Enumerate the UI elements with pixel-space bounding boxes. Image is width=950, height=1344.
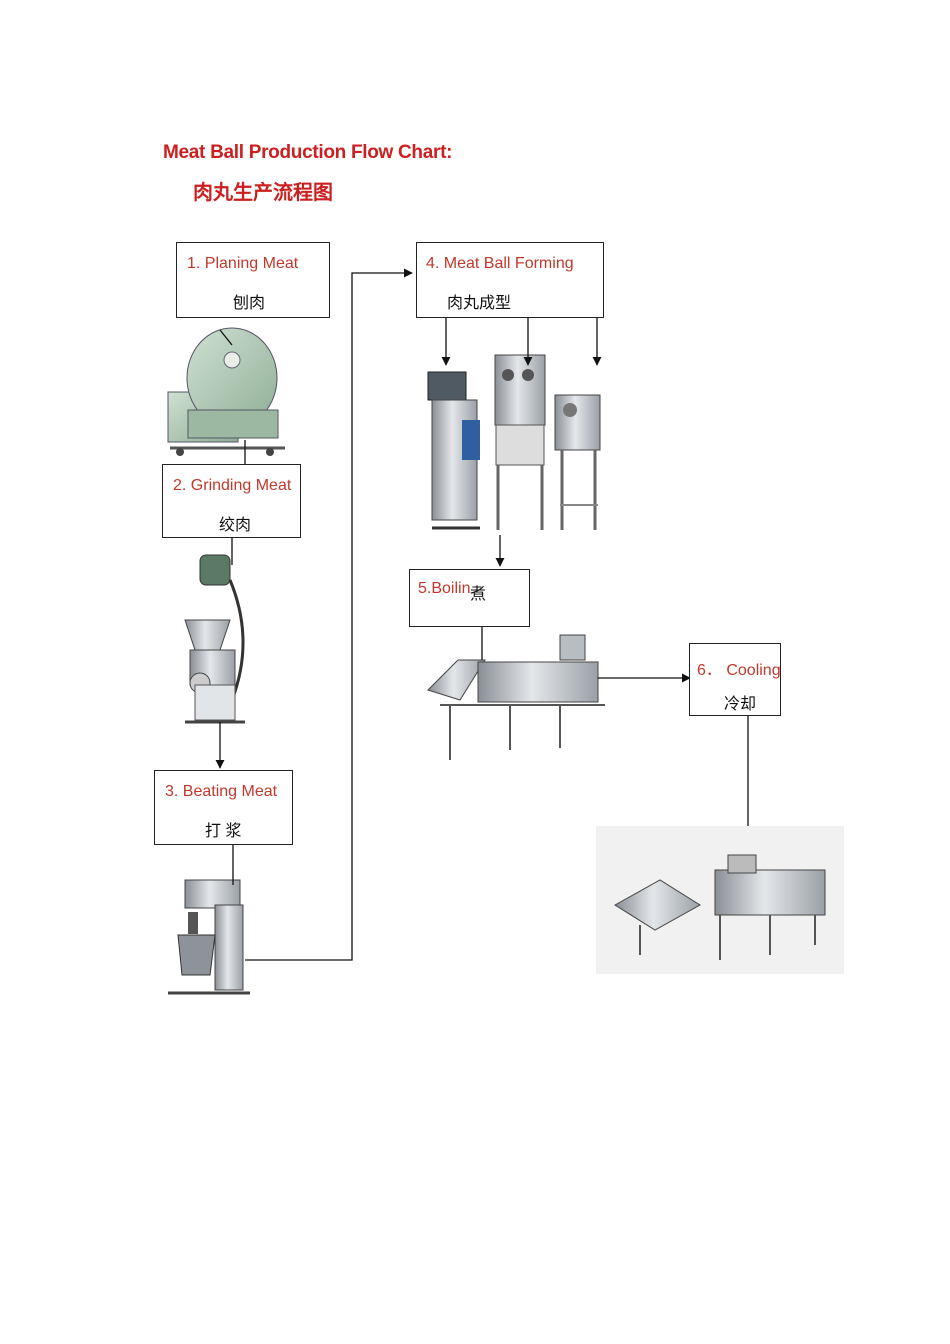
step-grinding-meat: 2. Grinding Meat 绞肉 [162, 464, 301, 538]
diagram-title: Meat Ball Production Flow Chart: [163, 142, 453, 163]
step-cooling: 6． Cooling 冷却 [689, 643, 781, 716]
cooling-machine-image [596, 826, 844, 974]
beating-machine-image [168, 879, 250, 995]
line-1-to-machine [219, 329, 233, 346]
arrow-3-to-4 [245, 268, 413, 961]
step-planing-meat: 1. Planing Meat 刨肉 [176, 242, 330, 318]
step-label-en: 5.Boilin [418, 580, 471, 597]
planing-machine-image [167, 327, 285, 456]
grinding-machine-image [184, 554, 245, 724]
step-label-zh: 冷却 [724, 696, 757, 713]
boiling-machine-image [427, 634, 605, 760]
step-boiling: 5.Boilin 煮 [409, 569, 530, 627]
step-label-zh: 刨肉 [233, 295, 266, 312]
forming-machine-1-image [427, 371, 480, 530]
step-label-en: 3. Beating Meat [165, 783, 278, 800]
step-label-en: 1. Planing Meat [187, 255, 299, 272]
step-label-zh: 打 浆 [205, 823, 242, 840]
step-label-zh: 煮 [470, 586, 487, 603]
forming-machine-2-image [494, 354, 546, 530]
step-label-en: 2. Grinding Meat [173, 477, 292, 494]
step-beating-meat: 3. Beating Meat 打 浆 [154, 770, 293, 845]
step-label-en: 6． Cooling [697, 662, 781, 679]
step-meat-ball-forming: 4. Meat Ball Forming 肉丸成型 [416, 242, 604, 318]
step-label-zh: 肉丸成型 [447, 295, 512, 312]
step-label-zh: 绞肉 [219, 517, 252, 534]
diagram-title-chinese: 肉丸生产流程图 [193, 182, 333, 204]
step-label-en: 4. Meat Ball Forming [426, 255, 574, 272]
forming-machine-3-image [554, 394, 601, 530]
connectors [215, 268, 749, 961]
